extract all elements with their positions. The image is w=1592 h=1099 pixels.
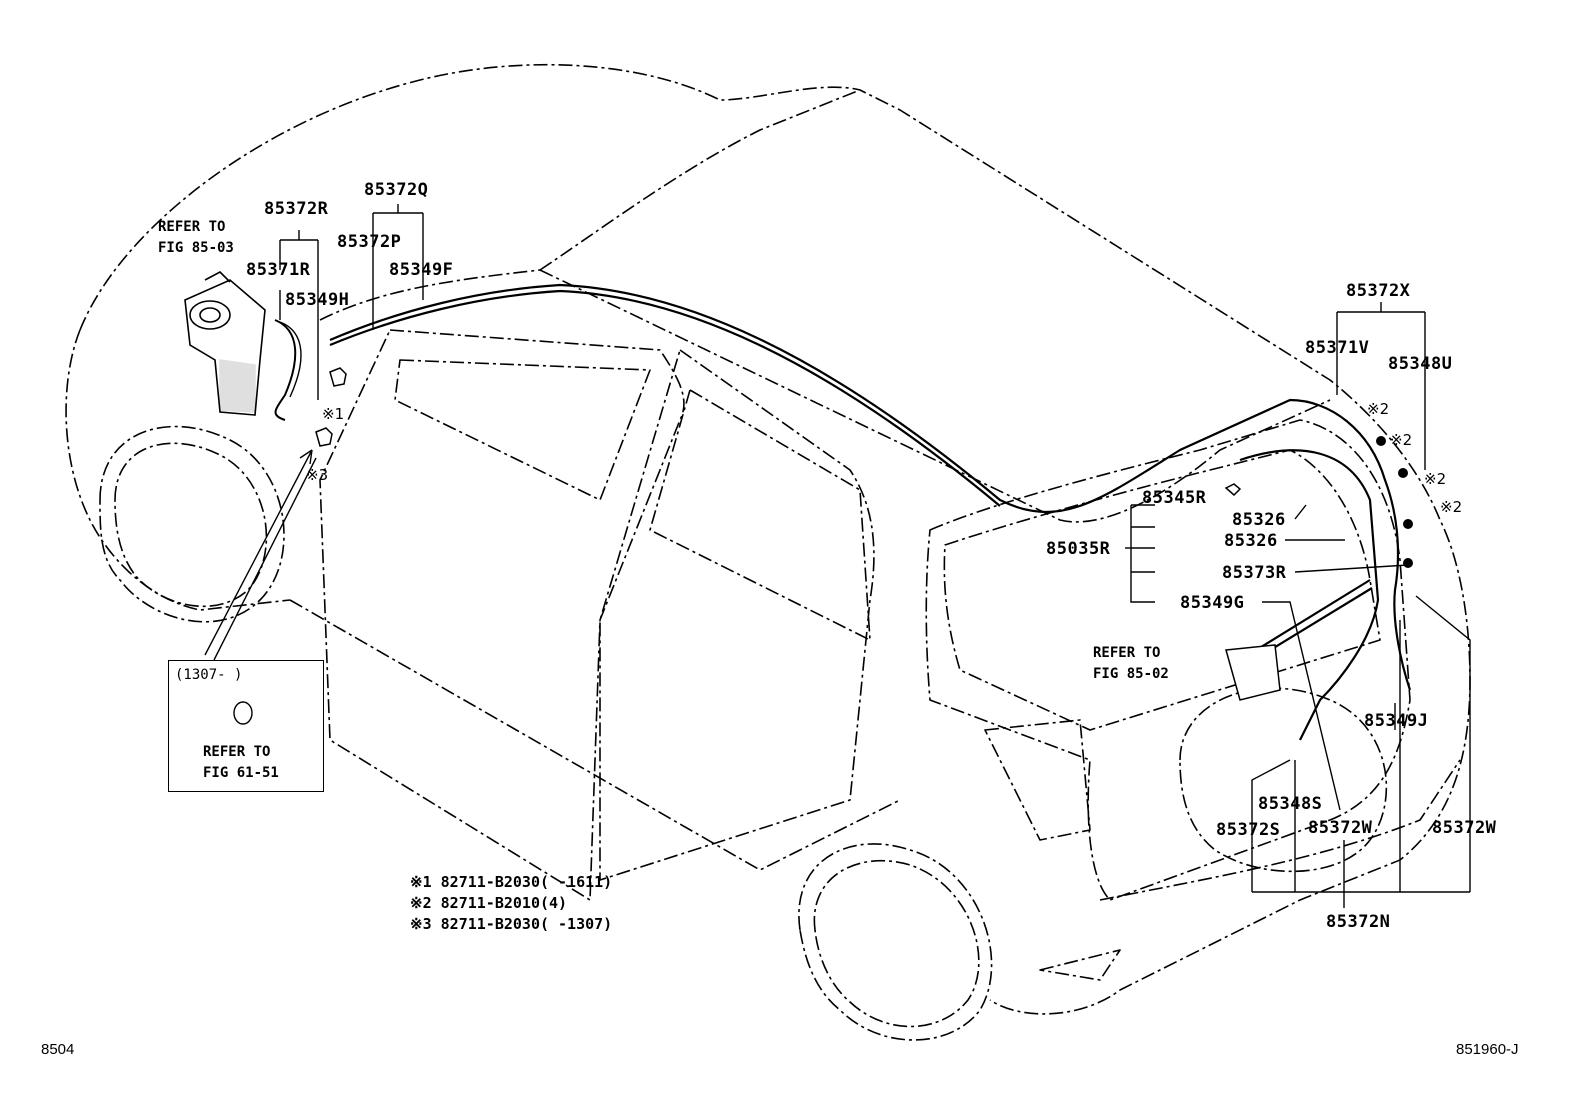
hatch-hose (1239, 449, 1380, 741)
front-wheel-outer (99, 425, 285, 623)
rear-wheel-inner (813, 860, 980, 1028)
mark-2d: ※2 (1440, 498, 1463, 516)
inset-date-range: (1307- ) (175, 667, 243, 683)
part-85372S[interactable]: 85372S (1216, 820, 1281, 840)
footnote-3: ※3 82711-B2030( -1307) (410, 915, 613, 933)
part-85326-upper[interactable]: 85326 (1232, 510, 1286, 530)
inset-box: (1307- ) REFER TO FIG 61-51 (168, 660, 324, 792)
clip-2a-icon (1376, 436, 1386, 446)
rear-window (649, 389, 871, 641)
refer-fig-61-51-line2[interactable]: FIG 61-51 (203, 765, 279, 781)
washer-hose-inner (329, 289, 1001, 507)
part-85349J[interactable]: 85349J (1364, 711, 1429, 731)
page-code: 8504 (41, 1041, 75, 1058)
part-85373R[interactable]: 85373R (1222, 563, 1287, 583)
wiper-motor-icon (1225, 644, 1281, 701)
part-85372R[interactable]: 85372R (264, 199, 329, 219)
refer-fig-85-02-line2[interactable]: FIG 85-02 (1093, 666, 1169, 682)
part-85372W-left[interactable]: 85372W (1308, 818, 1373, 838)
clip-1-icon (329, 367, 347, 387)
part-85035R[interactable]: 85035R (1046, 539, 1111, 559)
hatch-nozzle-icon (1224, 483, 1242, 497)
footnote-1: ※1 82711-B2030( -1611) (410, 873, 613, 891)
part-85372N[interactable]: 85372N (1326, 912, 1391, 932)
side-body (319, 269, 541, 321)
mark-1: ※1 (322, 405, 345, 423)
part-85349H[interactable]: 85349H (285, 290, 350, 310)
mark-3: ※3 (306, 466, 329, 484)
roof-line (539, 89, 861, 271)
front-window (394, 359, 651, 501)
part-85348S[interactable]: 85348S (1258, 794, 1323, 814)
refer-fig-61-51-line1: REFER TO (203, 744, 271, 760)
part-85326-lower[interactable]: 85326 (1224, 531, 1278, 551)
part-85348U[interactable]: 85348U (1388, 354, 1453, 374)
refer-fig-85-03-line2[interactable]: FIG 85-03 (158, 240, 234, 256)
front-wheel-inner (114, 442, 268, 608)
clip-2c-icon (1403, 519, 1413, 529)
inset-grommet-icon (233, 701, 253, 725)
part-85372Q[interactable]: 85372Q (364, 180, 429, 200)
washer-tank (184, 271, 266, 416)
clip-2b-icon (1398, 468, 1408, 478)
part-85345R[interactable]: 85345R (1142, 488, 1207, 508)
figure-id: 851960-J (1456, 1041, 1519, 1058)
rear-wheel-outer (798, 843, 993, 1041)
part-85349G[interactable]: 85349G (1180, 593, 1245, 613)
refer-fig-85-03-line1: REFER TO (158, 219, 226, 235)
mark-2b: ※2 (1390, 431, 1413, 449)
part-85372W-right[interactable]: 85372W (1432, 818, 1497, 838)
bumper (1099, 759, 1461, 901)
mark-2a: ※2 (1367, 400, 1390, 418)
mark-2c: ※2 (1424, 470, 1447, 488)
part-85371R[interactable]: 85371R (246, 260, 311, 280)
front-door (319, 329, 685, 901)
side-lower (289, 599, 901, 871)
rear-glass (943, 449, 1381, 731)
clip-2d-icon (1403, 558, 1413, 568)
clip-3-icon (315, 427, 333, 447)
rear-valance (1039, 949, 1121, 981)
refer-fig-85-02-line1: REFER TO (1093, 645, 1161, 661)
roof-rear-edge (539, 269, 1331, 523)
tail-lamp (984, 719, 1091, 841)
rear-door (599, 349, 875, 881)
back-door (925, 419, 1411, 901)
part-85349F[interactable]: 85349F (389, 260, 454, 280)
part-85372P[interactable]: 85372P (337, 232, 402, 252)
part-85372X[interactable]: 85372X (1346, 281, 1411, 301)
part-85371V[interactable]: 85371V (1305, 338, 1370, 358)
spare-tire (1179, 687, 1388, 873)
footnote-2: ※2 82711-B2010(4) (410, 894, 568, 912)
